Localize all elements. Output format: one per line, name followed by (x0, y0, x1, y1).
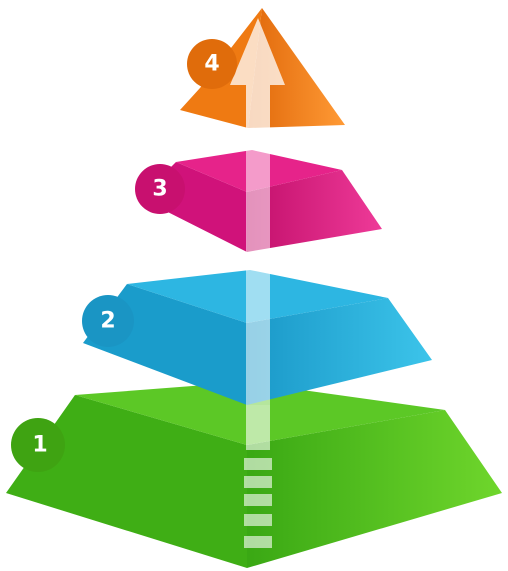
arrow-head (230, 18, 285, 138)
arrow-dash (244, 514, 272, 526)
up-arrow (230, 18, 285, 548)
badge-number: 1 (32, 433, 47, 458)
level-3-front-right (247, 170, 382, 252)
badge-level-1: 1 (11, 418, 65, 472)
arrow-shaft-level-3 (246, 150, 270, 252)
badge-circle (135, 164, 185, 214)
arrow-shaft-level-1 (246, 405, 270, 450)
level-4-right-face (248, 8, 345, 128)
arrow-dash (244, 476, 272, 488)
badge-circle (11, 418, 65, 472)
badge-level-4: 4 (187, 39, 237, 89)
level-2-front-right (247, 298, 432, 405)
badge-circle (187, 39, 237, 89)
badge-number: 2 (100, 309, 115, 334)
arrow-dash (244, 458, 272, 470)
arrow-shaft-level-2 (246, 268, 270, 405)
badge-circle (82, 295, 134, 347)
badge-level-2: 2 (82, 295, 134, 347)
arrow-dash (244, 494, 272, 506)
badge-number: 4 (204, 52, 219, 77)
level-1-front-right (247, 410, 502, 568)
pyramid-level-1 (6, 382, 502, 568)
badge-number: 3 (152, 177, 167, 202)
level-1-front-left (6, 395, 247, 568)
badge-level-3: 3 (135, 164, 185, 214)
arrow-dash (244, 536, 272, 548)
